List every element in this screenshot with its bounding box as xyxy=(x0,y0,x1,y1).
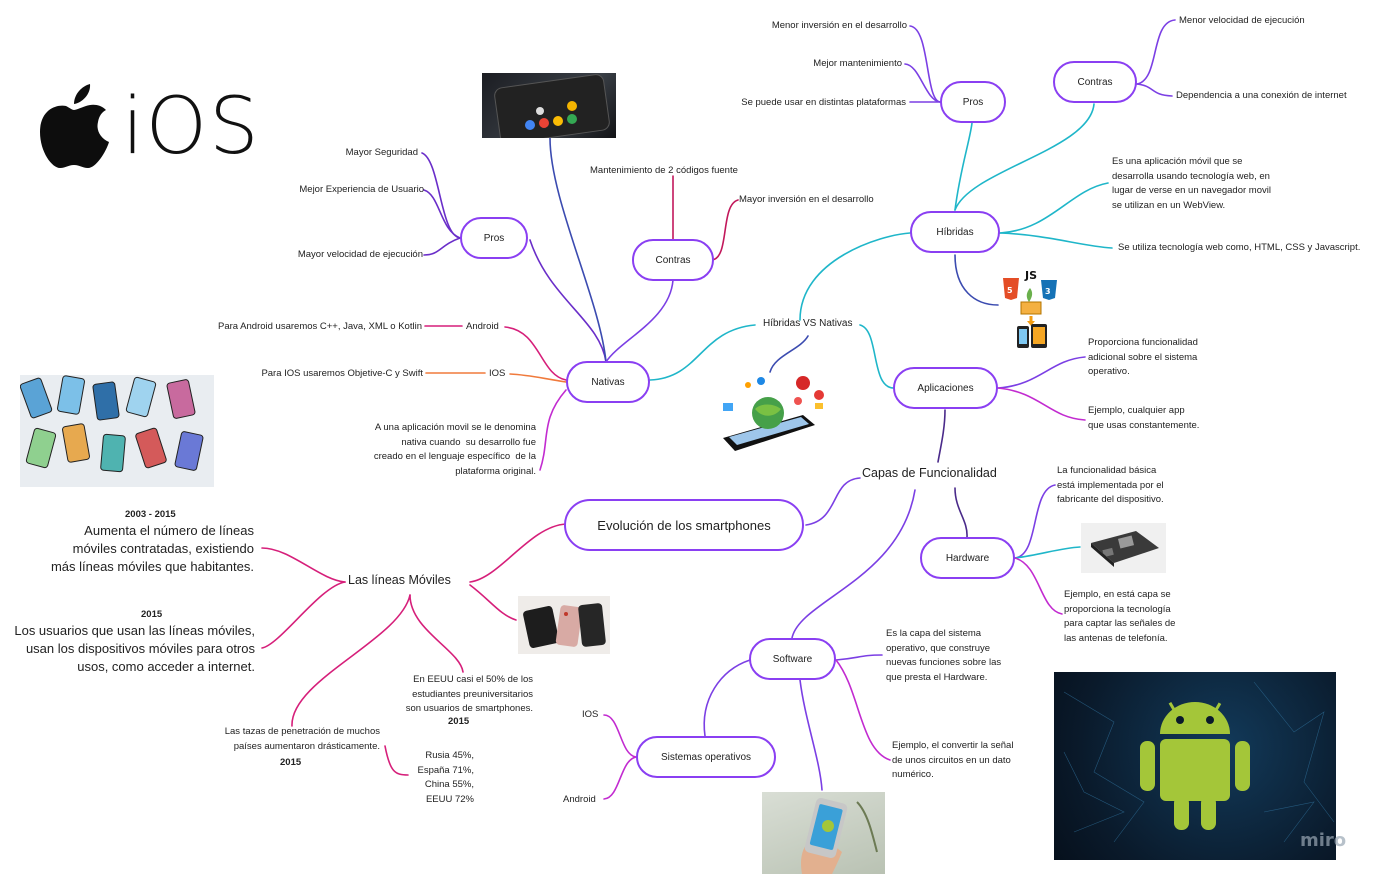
operating-systems-node[interactable]: Sistemas operativos xyxy=(636,736,776,778)
native-con-item: Mayor inversión en el desarrollo xyxy=(739,194,874,205)
native-ios-desc: Para IOS usaremos Objetive-C y Swift xyxy=(261,368,423,379)
mobile-lines-text: Las tazas de penetración de muchos paíse… xyxy=(224,726,380,752)
native-definition: A una aplicación movil se le denomina na… xyxy=(373,422,536,477)
apple-logo-icon xyxy=(40,84,109,168)
applications-node[interactable]: Aplicaciones xyxy=(893,367,998,409)
os-item-android: Android xyxy=(563,794,596,805)
hardware-chip-image xyxy=(1081,523,1166,573)
android-phone-hand-image xyxy=(762,792,885,874)
android-logo-image xyxy=(1054,672,1336,860)
os-item-ios: IOS xyxy=(582,709,599,720)
smartphone-apps-illustration xyxy=(703,373,833,458)
smartphones-photo-image xyxy=(518,596,610,654)
year-label: 2003 - 2015 xyxy=(125,509,176,520)
native-node[interactable]: Nativas xyxy=(566,361,650,403)
native-pro-item: Mejor Experiencia de Usuario xyxy=(299,184,424,195)
mobile-lines-text: Rusia 45%, España 71%, China 55%, EEUU 7… xyxy=(417,750,474,805)
year-label: 2015 xyxy=(141,609,163,620)
year-label: 2015 xyxy=(448,716,470,727)
native-cons-node[interactable]: Contras xyxy=(632,239,714,281)
javascript-icon: JS xyxy=(1024,269,1037,282)
applications-desc: Proporciona funcionalidad adicional sobr… xyxy=(1088,337,1198,377)
svg-text:5: 5 xyxy=(1007,286,1013,295)
ios-logo-text: iOS xyxy=(122,82,261,172)
native-android-label: Android xyxy=(466,321,499,332)
software-desc: Es la capa del sistema operativo, que co… xyxy=(886,628,1002,683)
hybrid-node[interactable]: Híbridas xyxy=(910,211,1000,253)
hardware-example: Ejemplo, en está capa se proporciona la … xyxy=(1064,589,1176,644)
native-con-item: Mantenimiento de 2 códigos fuente xyxy=(590,165,738,176)
phone-photo-image xyxy=(482,73,616,138)
svg-text:3: 3 xyxy=(1045,287,1051,296)
software-node[interactable]: Software xyxy=(749,638,836,680)
native-pro-item: Mayor velocidad de ejecución xyxy=(297,249,423,260)
hybrid-pro-item: Mejor mantenimiento xyxy=(813,58,902,69)
native-ios-label: IOS xyxy=(489,368,506,379)
hands-with-phones-image xyxy=(20,375,214,487)
hybrid-cons-node[interactable]: Contras xyxy=(1053,61,1137,103)
miro-watermark: miro xyxy=(1300,830,1347,851)
hardware-desc: La funcionalidad básica está implementad… xyxy=(1057,465,1164,505)
functionality-layers-topic[interactable]: Capas de Funcionalidad xyxy=(862,466,997,480)
smartphone-evolution-node[interactable]: Evolución de los smartphones xyxy=(564,499,804,551)
hybrid-con-item: Dependencia a una conexión de internet xyxy=(1176,90,1347,101)
hybrid-tech: Se utiliza tecnología web como, HTML, CS… xyxy=(1118,242,1361,253)
native-pros-node[interactable]: Pros xyxy=(460,217,528,259)
hybrid-definition: Es una aplicación móvil que se desarroll… xyxy=(1112,156,1271,211)
hybrid-pro-item: Menor inversión en el desarrollo xyxy=(771,20,907,31)
applications-example: Ejemplo, cualquier app que usas constant… xyxy=(1088,405,1200,431)
hybrid-con-item: Menor velocidad de ejecución xyxy=(1179,15,1305,26)
native-android-desc: Para Android usaremos C++, Java, XML o K… xyxy=(217,321,422,332)
mobile-lines-text: En EEUU casi el 50% de los estudiantes p… xyxy=(405,674,533,714)
mobile-lines-text: Aumenta el número de líneas móviles cont… xyxy=(50,523,254,574)
year-label: 2015 xyxy=(280,757,302,768)
hybrid-pros-node[interactable]: Pros xyxy=(940,81,1006,123)
software-example: Ejemplo, el convertir la señal de unos c… xyxy=(892,740,1014,780)
web-technologies-icons: 5 3 JS xyxy=(999,268,1061,350)
native-pro-item: Mayor Seguridad xyxy=(345,147,418,158)
hybrid-pro-item: Se puede usar en distintas plataformas xyxy=(741,97,906,108)
mobile-lines-topic[interactable]: Las líneas Móviles xyxy=(348,573,451,587)
hardware-node[interactable]: Hardware xyxy=(920,537,1015,579)
hybrid-vs-native-topic[interactable]: Híbridas VS Nativas xyxy=(763,318,853,329)
mobile-lines-text: Los usuarios que usan las líneas móviles… xyxy=(14,623,255,674)
